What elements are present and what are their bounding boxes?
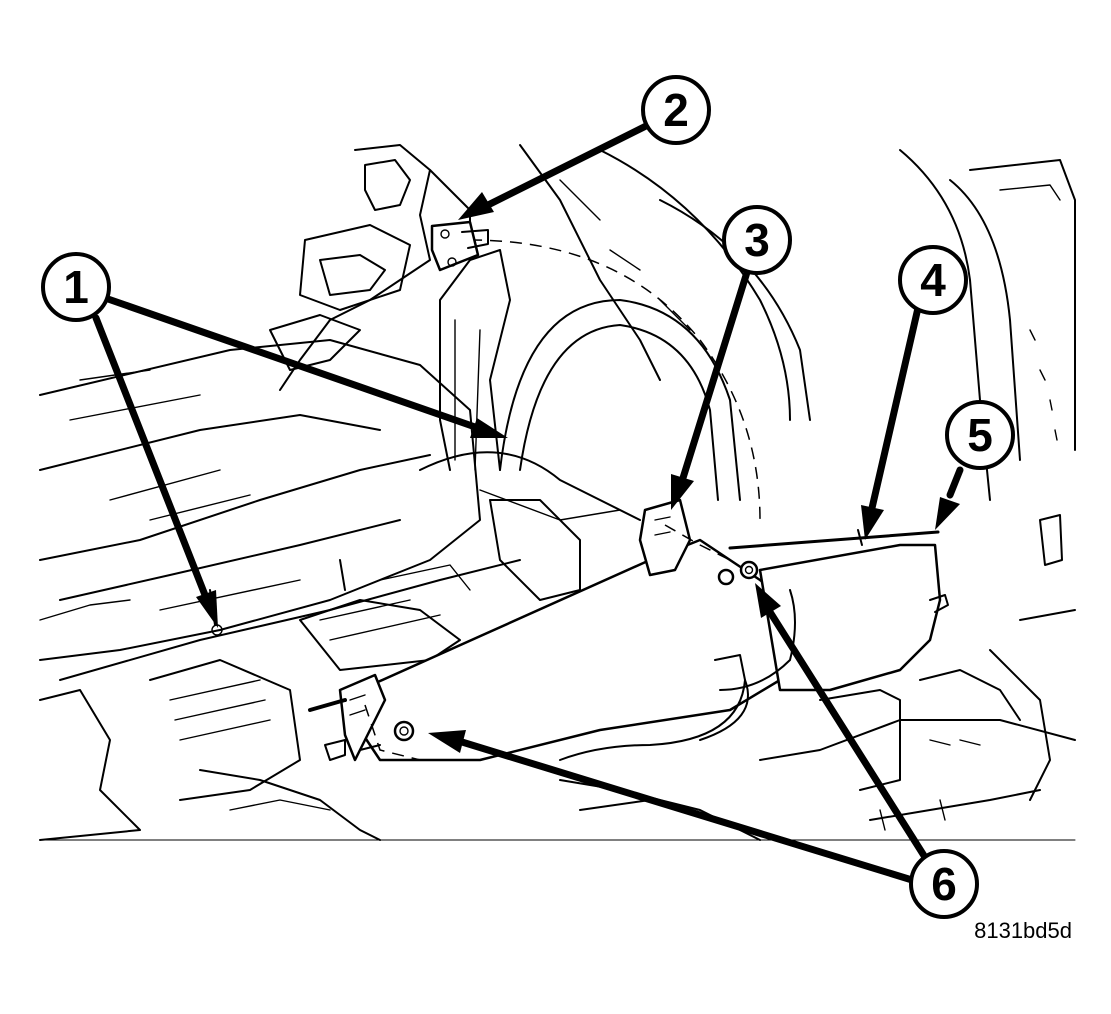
vehicle-body-structure [39,144,1076,841]
callout-3-arrow [671,474,694,510]
callout-1-arrow-b [470,418,508,438]
callout-6: 6 [909,849,979,919]
callout-3: 3 [722,205,792,275]
callout-6-leader-a [766,608,932,866]
callout-2-arrow [458,192,494,220]
callout-6-arrow-a [755,583,781,618]
callout-3-leader [679,265,752,482]
striker-bracket [430,220,489,272]
callout-4-arrow [861,505,884,540]
callout-6-leader-b [458,738,916,884]
callout-4: 4 [898,245,968,315]
muffler-assembly [308,498,949,762]
callout-4-label: 4 [920,254,946,306]
callout-2: 2 [641,75,711,145]
callout-1-leader-b [104,295,482,432]
callout-6-label: 6 [931,858,957,910]
callout-1-label: 1 [63,261,89,313]
callout-2-leader [484,121,652,209]
callout-4-leader [868,304,922,512]
callout-2-label: 2 [663,84,689,136]
callout-5-arrow [935,497,960,530]
figure-id: 8131bd5d [974,918,1072,943]
callout-1: 1 [41,252,111,322]
callout-5-label: 5 [967,409,993,461]
leader-lines [92,121,964,884]
callout-5: 5 [945,400,1015,470]
callout-1-leader-a [92,314,209,599]
callout-1-arrow-a [196,590,218,628]
callout-3-label: 3 [744,214,770,266]
callout-5-leader [946,466,964,499]
callout-6-arrow-b [428,730,466,753]
